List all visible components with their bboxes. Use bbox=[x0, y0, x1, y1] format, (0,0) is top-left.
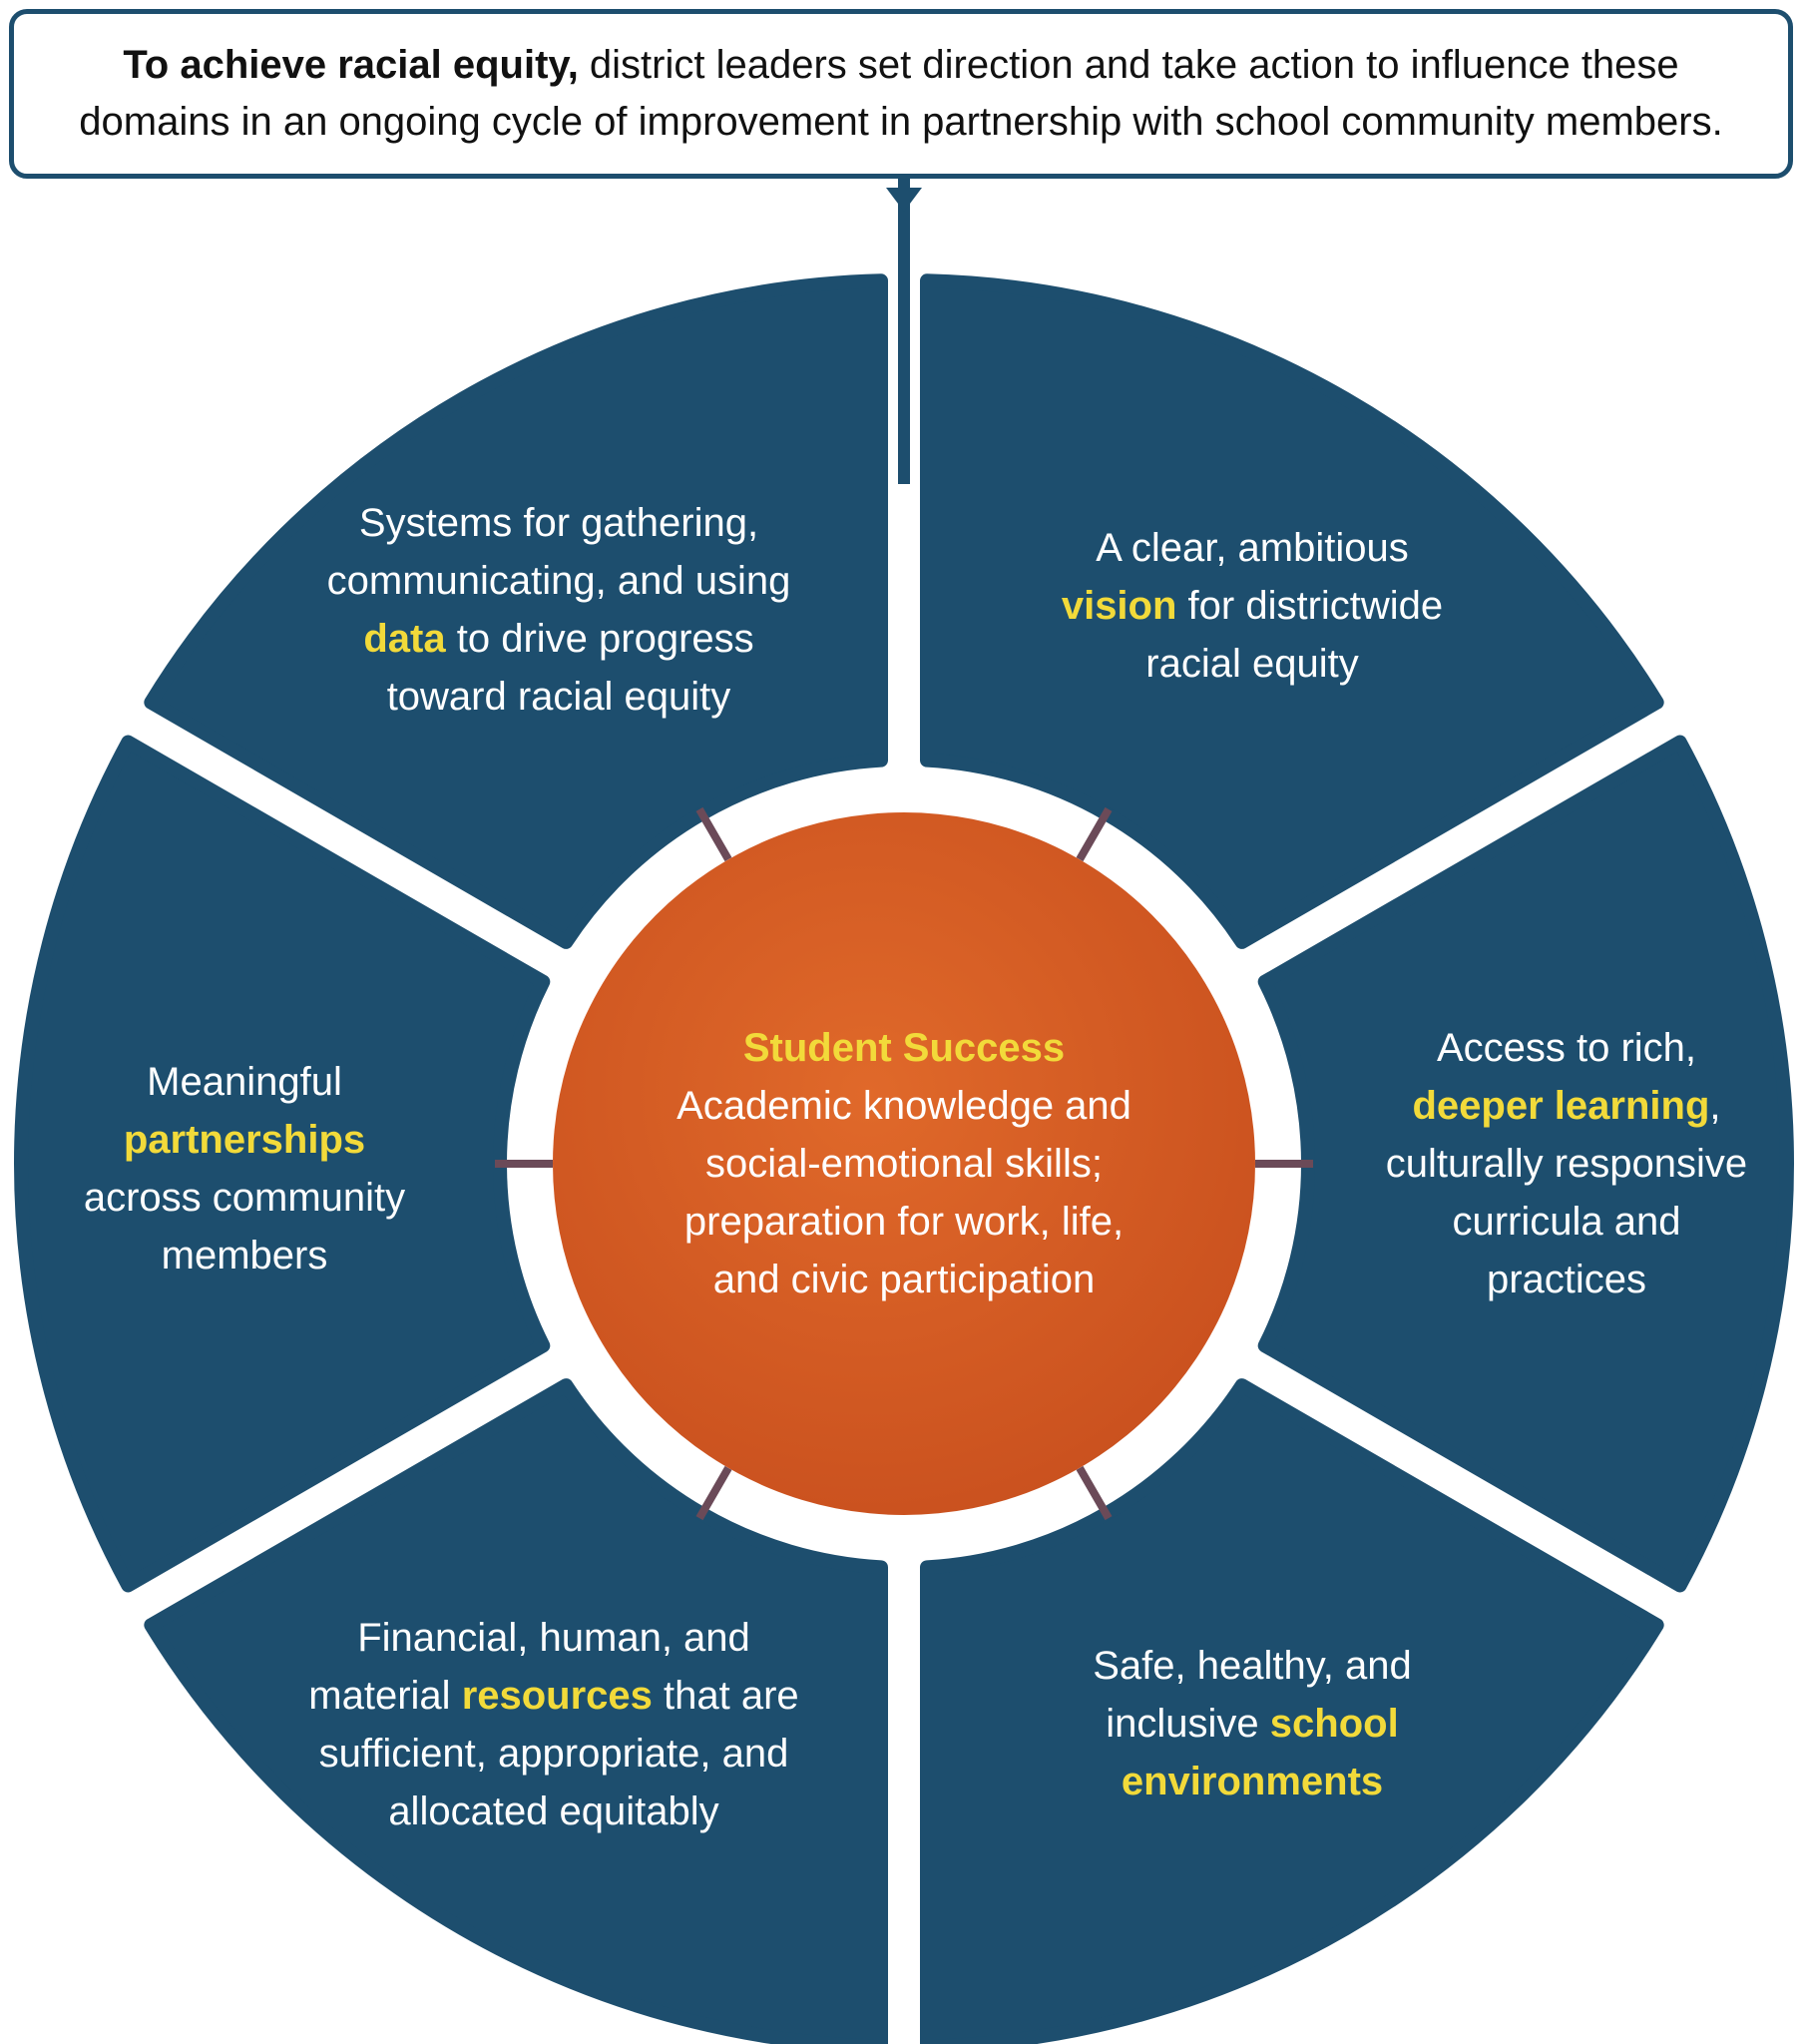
segment-data-line: toward racial equity bbox=[386, 675, 731, 719]
segment-shape-data bbox=[144, 273, 888, 949]
segment-environments: Safe, healthy, and inclusive school envi… bbox=[998, 1637, 1507, 1810]
segment-resources-line: sufficient, appropriate, and bbox=[318, 1732, 789, 1776]
highlight-data: data bbox=[363, 617, 446, 661]
segment-resources-line: Financial, human, and bbox=[357, 1616, 750, 1660]
segment-data-line: communicating, and using bbox=[326, 559, 791, 603]
segment-resources-line: allocated equitably bbox=[388, 1789, 719, 1833]
banner-text: To achieve racial equity, district leade… bbox=[54, 37, 1748, 151]
segment-shape-environments bbox=[920, 1378, 1664, 2044]
segment-vision-line: vision for districtwide bbox=[988, 577, 1517, 635]
segment-shape-learning bbox=[1257, 735, 1794, 1593]
highlight-resources: resources bbox=[461, 1674, 653, 1718]
segment-resources-text: material bbox=[308, 1674, 462, 1718]
segment-data-line: data to drive progress bbox=[269, 610, 848, 668]
segment-group bbox=[14, 273, 1794, 2044]
highlight-school: school bbox=[1269, 1702, 1399, 1746]
segment-environments-line: inclusive school bbox=[998, 1695, 1507, 1753]
segment-learning-line: practices bbox=[1486, 1258, 1647, 1301]
segment-learning-line: curricula and bbox=[1452, 1200, 1681, 1244]
highlight-deeper-learning: deeper learning bbox=[1412, 1084, 1710, 1128]
center-line: Academic knowledge and bbox=[677, 1084, 1131, 1128]
banner-lead: To achieve racial equity, bbox=[123, 43, 579, 87]
center-circle bbox=[553, 812, 1255, 1515]
banner-rest: district leaders set direction and take … bbox=[79, 43, 1723, 144]
segment-environments-text: inclusive bbox=[1106, 1702, 1270, 1746]
center-text: Student Success Academic knowledge and s… bbox=[619, 1019, 1189, 1308]
segment-learning-line: deeper learning, bbox=[1347, 1077, 1786, 1135]
segment-resources-line: material resources that are bbox=[249, 1667, 858, 1725]
highlight-vision: vision bbox=[1061, 584, 1177, 628]
segment-partnerships-line: members bbox=[161, 1234, 328, 1278]
segment-vision-line: A clear, ambitious bbox=[1096, 526, 1409, 570]
segment-data: Systems for gathering, communicating, an… bbox=[269, 494, 848, 726]
segment-partnerships: Meaningful partnerships across community… bbox=[40, 1053, 449, 1284]
connector-tick bbox=[1076, 1465, 1113, 1521]
segment-partnerships-line: Meaningful bbox=[147, 1060, 342, 1104]
highlight-environments: environments bbox=[1121, 1760, 1384, 1803]
banner-pointer-notch bbox=[886, 188, 922, 212]
segment-resources-text: that are bbox=[652, 1674, 799, 1718]
center-line: and civic participation bbox=[712, 1258, 1096, 1301]
segment-shape-partnerships bbox=[14, 735, 551, 1593]
segment-vision: A clear, ambitious vision for districtwi… bbox=[988, 519, 1517, 693]
segment-partnerships-line: partnerships bbox=[40, 1111, 449, 1169]
segment-shape-resources bbox=[144, 1378, 888, 2044]
center-title: Student Success bbox=[742, 1026, 1066, 1070]
center-line: social-emotional skills; bbox=[705, 1142, 1103, 1186]
segment-data-line: Systems for gathering, bbox=[358, 501, 759, 545]
segment-data-text: to drive progress bbox=[445, 617, 754, 661]
segment-partnerships-line: across community bbox=[83, 1176, 406, 1220]
segment-environments-line: Safe, healthy, and bbox=[1093, 1644, 1412, 1688]
segment-vision-line: racial equity bbox=[1145, 642, 1359, 686]
connector-tick bbox=[695, 806, 732, 862]
segment-learning-line: culturally responsive bbox=[1385, 1142, 1748, 1186]
segment-shape-vision bbox=[920, 273, 1664, 949]
connector-tick bbox=[695, 1465, 732, 1521]
connector-tick bbox=[1076, 806, 1113, 862]
segment-vision-text: for districtwide bbox=[1176, 584, 1444, 628]
segment-environments-line: environments bbox=[998, 1753, 1507, 1810]
connector-group bbox=[495, 806, 1313, 1521]
center-line: preparation for work, life, bbox=[683, 1200, 1125, 1244]
highlight-partnerships: partnerships bbox=[123, 1118, 366, 1162]
segment-learning: Access to rich, deeper learning, cultura… bbox=[1347, 1019, 1786, 1308]
header-banner: To achieve racial equity, district leade… bbox=[9, 9, 1793, 179]
segment-learning-text: , bbox=[1709, 1084, 1721, 1128]
segment-resources: Financial, human, and material resources… bbox=[249, 1609, 858, 1840]
segment-learning-line: Access to rich, bbox=[1436, 1026, 1697, 1070]
